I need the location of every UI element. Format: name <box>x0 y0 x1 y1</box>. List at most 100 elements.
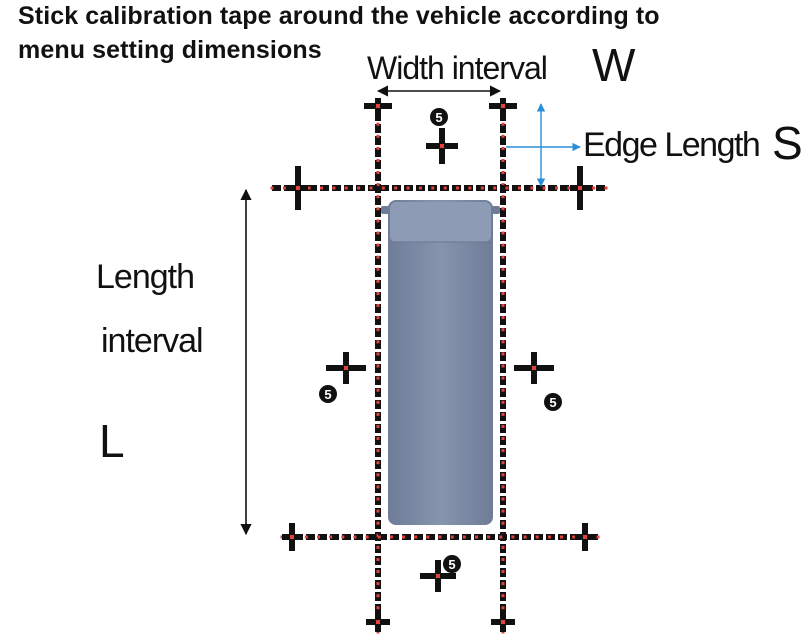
tape-dot <box>530 186 534 190</box>
tape-dot <box>596 535 600 539</box>
tape-dot <box>501 207 505 211</box>
tape-dot <box>376 558 380 561</box>
tape-dot <box>501 606 505 610</box>
tape-dot <box>547 535 551 539</box>
tape-right-vertical <box>500 98 506 634</box>
tape-dot <box>376 243 380 247</box>
tape-cross <box>282 523 302 551</box>
tape-dot <box>501 449 505 453</box>
tape-dot <box>501 364 505 368</box>
tape-dot <box>376 412 380 416</box>
tape-dot <box>567 186 571 190</box>
length-interval-label-line-1: Length <box>96 258 195 296</box>
tape-dot <box>376 304 380 307</box>
tape-dot <box>535 535 539 539</box>
tape-dot <box>376 570 380 573</box>
tape-dot <box>376 267 380 271</box>
svg-text:5: 5 <box>435 110 442 125</box>
tape-cross <box>570 166 590 210</box>
tape-dot <box>501 340 505 344</box>
tape-dot <box>406 186 410 190</box>
tape-cross <box>575 523 595 551</box>
tape-dot <box>501 292 505 295</box>
tape-dot <box>376 437 380 440</box>
tape-cross <box>420 560 456 592</box>
width-symbol: W <box>592 39 636 91</box>
tape-dot <box>365 535 369 539</box>
tape-left-vertical <box>375 98 381 634</box>
tape-dot <box>517 186 521 190</box>
tape-cross <box>491 612 515 632</box>
tape-dot <box>376 594 380 598</box>
tape-dot <box>501 159 505 162</box>
tape-dot <box>501 328 505 332</box>
tape-dot <box>376 316 380 320</box>
calibration-cross-set <box>282 98 595 632</box>
tape-dot <box>501 243 505 247</box>
tape-dot <box>501 497 505 501</box>
tape-dot <box>377 535 381 539</box>
tape-dot <box>414 535 418 539</box>
tape-cross <box>326 352 366 384</box>
tape-dot <box>418 186 422 190</box>
tape-dot <box>376 328 380 332</box>
tape-dot <box>376 473 380 477</box>
tape-dot <box>560 535 563 539</box>
tape-cross <box>288 166 308 210</box>
tape-dot <box>376 509 380 513</box>
tape-dot <box>376 207 380 211</box>
edge-symbol: S <box>772 117 803 169</box>
tape-dot <box>431 186 435 190</box>
tape-cross <box>489 98 517 114</box>
tape-dot <box>304 535 308 539</box>
tape-dot <box>376 171 380 174</box>
tape-dot <box>572 535 576 539</box>
tape-dot <box>542 186 546 190</box>
tape-dot <box>501 521 505 525</box>
tape-dot <box>505 186 509 190</box>
tape-dot <box>501 304 505 307</box>
tape-dot <box>480 186 484 190</box>
tape-front-horizontal <box>270 185 608 191</box>
svg-text:5: 5 <box>324 387 331 402</box>
tape-dot <box>501 171 505 174</box>
tape-cross <box>426 128 458 164</box>
tape-dot <box>501 437 505 440</box>
tape-dot <box>376 279 380 283</box>
tape-dot <box>501 425 505 428</box>
tape-dot <box>376 606 380 610</box>
tape-dot <box>450 535 454 539</box>
tape-dot <box>376 425 380 428</box>
tape-dot <box>376 195 380 199</box>
tape-dot <box>501 183 505 187</box>
tape-dot <box>604 186 608 190</box>
tape-dot <box>376 376 380 380</box>
tape-dot <box>376 231 380 235</box>
tape-dot <box>501 473 505 477</box>
tape-dot <box>376 461 380 465</box>
marker-bottom: 5 <box>443 555 461 573</box>
tape-dot <box>501 352 505 356</box>
tape-dot <box>493 186 497 190</box>
tape-dot <box>341 535 345 539</box>
marker-top: 5 <box>430 108 448 126</box>
tape-dot <box>501 582 505 586</box>
tape-dot <box>501 255 505 259</box>
tape-dot <box>376 292 380 295</box>
tape-dot <box>501 195 505 199</box>
tape-dot <box>376 400 380 404</box>
tape-dot <box>501 509 505 513</box>
tape-dot <box>357 186 361 190</box>
tape-dot <box>501 412 505 416</box>
tape-dot <box>332 186 336 190</box>
tape-dot <box>501 388 505 392</box>
instruction-line-1: Stick calibration tape around the vehicl… <box>18 2 660 30</box>
tape-dot <box>376 545 380 549</box>
tape-dot <box>501 558 505 561</box>
tape-dot <box>501 545 505 549</box>
tape-dot <box>376 521 380 525</box>
tape-cross <box>366 612 390 632</box>
tape-dot <box>376 388 380 392</box>
tape-dot <box>501 400 505 404</box>
